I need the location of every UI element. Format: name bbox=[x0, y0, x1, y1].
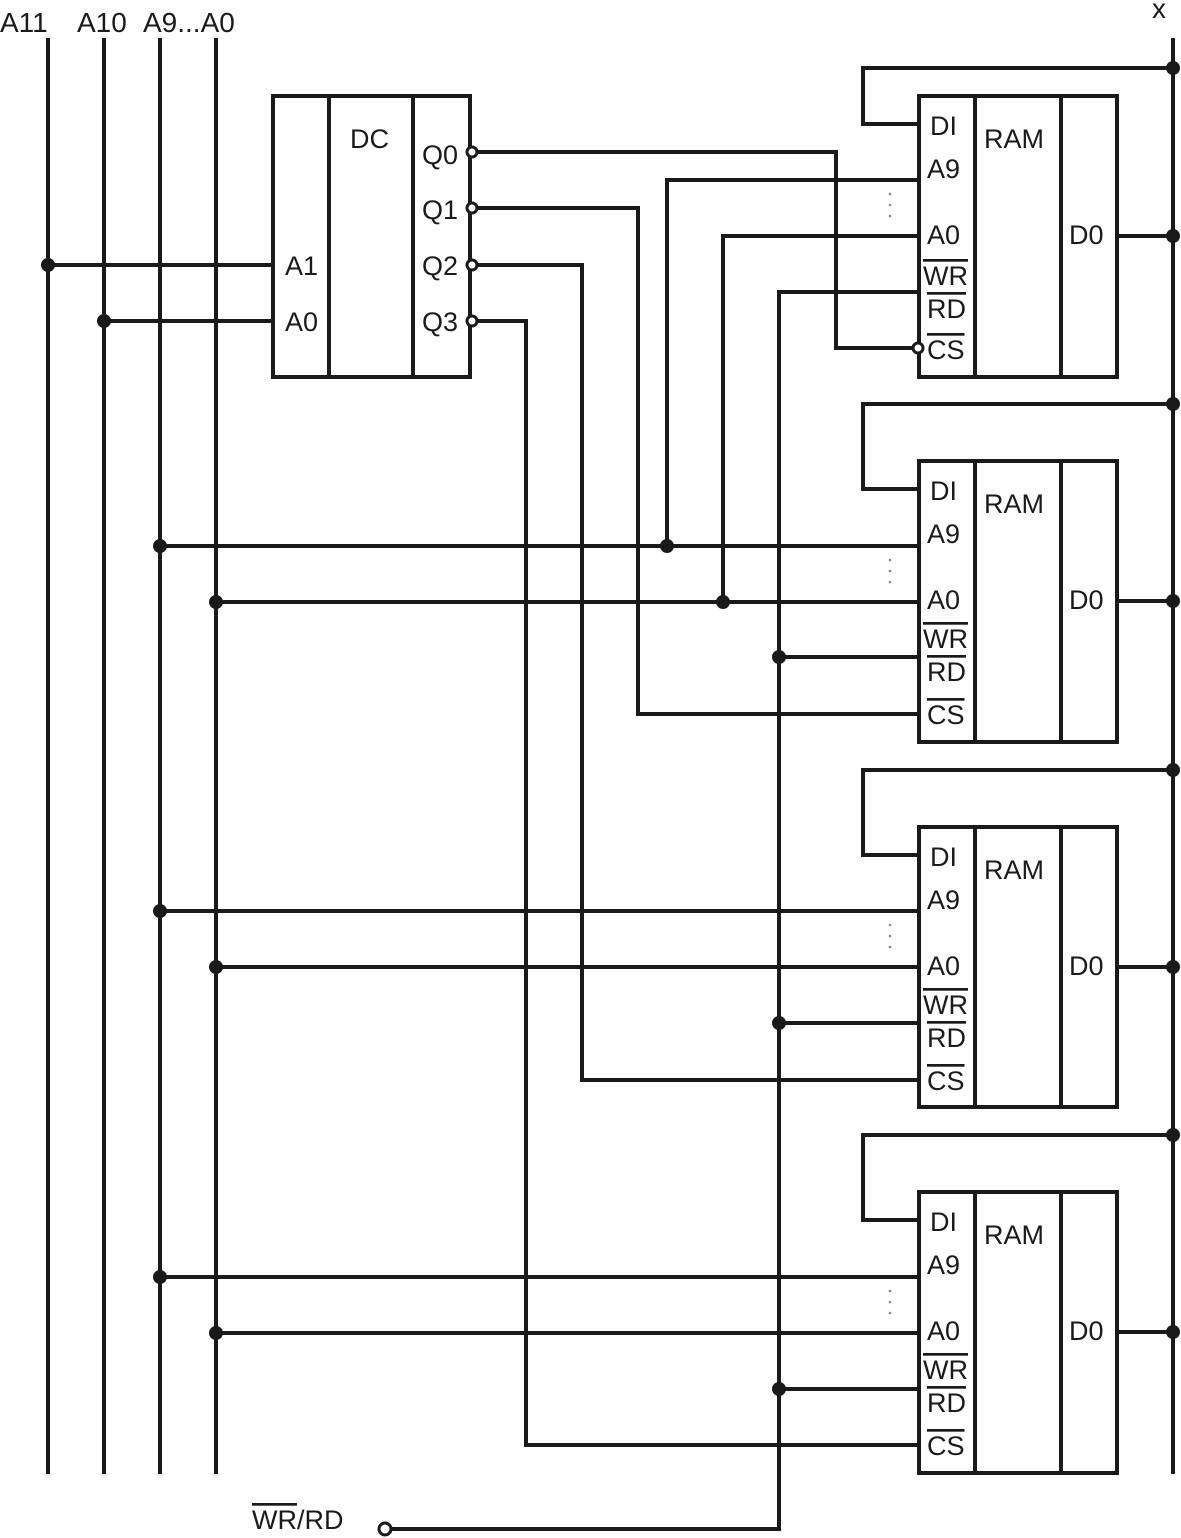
ram-pin-a9: A9 bbox=[927, 519, 960, 549]
ram-pin-a9: A9 bbox=[927, 885, 960, 915]
ram-pin-cs: CS bbox=[927, 1431, 965, 1461]
q2-wire bbox=[474, 263, 921, 1082]
ram-2-labels: DI RAM A9 A0 D0 WR RD CS bbox=[923, 476, 1104, 730]
wr-rd-control-label: WR/RD bbox=[252, 1505, 343, 1535]
ram-pin-a9: A9 bbox=[927, 154, 960, 184]
rd-label-part: /RD bbox=[297, 1505, 344, 1535]
ram-pin-wr: WR bbox=[923, 990, 968, 1020]
ram-pin-rd: RD bbox=[927, 1388, 966, 1418]
ram-pin-d0: D0 bbox=[1069, 220, 1104, 250]
decoder-title: DC bbox=[350, 124, 389, 154]
q3-inversion-bubble bbox=[465, 314, 479, 328]
cs1-inversion-bubble bbox=[911, 341, 925, 355]
label-x: x bbox=[1152, 0, 1166, 24]
wr-label-part: WR bbox=[252, 1505, 297, 1535]
ram-pin-a0: A0 bbox=[927, 951, 960, 981]
ram-pin-di: DI bbox=[930, 1207, 957, 1237]
ram-chip-1 bbox=[917, 94, 1119, 379]
ram-title: RAM bbox=[984, 855, 1044, 885]
ram-chip-4 bbox=[917, 1190, 1119, 1475]
decoder-input-a1: A1 bbox=[285, 251, 318, 281]
ram-chip-2 bbox=[917, 459, 1119, 744]
label-a9-a0: A9...A0 bbox=[143, 7, 235, 38]
wr-rd-control-wire bbox=[388, 290, 921, 1531]
di-wire-chip3 bbox=[861, 768, 1175, 857]
a9-branch-chip1 bbox=[665, 178, 921, 548]
ram-chip-3 bbox=[917, 825, 1119, 1109]
q0-inversion-bubble bbox=[465, 145, 479, 159]
ram-pin-d0: D0 bbox=[1069, 585, 1104, 615]
ram-4-labels: DI RAM A9 A0 D0 WR RD CS bbox=[923, 1207, 1104, 1461]
q1-wire bbox=[474, 206, 921, 716]
q0-wire bbox=[474, 150, 915, 350]
ram-pin-a0: A0 bbox=[927, 585, 960, 615]
ram-3-labels: DI RAM A9 A0 D0 WR RD CS bbox=[923, 842, 1104, 1096]
ram-pin-di: DI bbox=[930, 111, 957, 141]
decoder-output-q2: Q2 bbox=[422, 251, 458, 281]
q3-wire bbox=[474, 319, 921, 1447]
q2-inversion-bubble bbox=[465, 258, 479, 272]
label-a10: A10 bbox=[77, 7, 127, 38]
q1-inversion-bubble bbox=[465, 201, 479, 215]
ram-pin-d0: D0 bbox=[1069, 1316, 1104, 1346]
ram-pin-wr: WR bbox=[923, 261, 968, 291]
ram-pin-di: DI bbox=[930, 842, 957, 872]
decoder-input-a0: A0 bbox=[285, 307, 318, 337]
ram-title: RAM bbox=[984, 489, 1044, 519]
ram-pin-di: DI bbox=[930, 476, 957, 506]
di-wire-chip4 bbox=[861, 1133, 1175, 1222]
di-wire-chip2 bbox=[861, 402, 1175, 491]
decoder-output-q0: Q0 bbox=[422, 140, 458, 170]
ram-pin-a0: A0 bbox=[927, 1316, 960, 1346]
ram-pin-rd: RD bbox=[927, 294, 966, 324]
decoder-output-q3: Q3 bbox=[422, 307, 458, 337]
label-a11: A11 bbox=[0, 7, 48, 38]
di-wire-chip1 bbox=[861, 66, 1175, 126]
ram-pin-cs: CS bbox=[927, 700, 965, 730]
ram-pin-wr: WR bbox=[923, 1355, 968, 1385]
a0-branch-chip1 bbox=[721, 234, 921, 604]
ram-title: RAM bbox=[984, 1220, 1044, 1250]
ram-pin-rd: RD bbox=[927, 1023, 966, 1053]
ram-pin-a0: A0 bbox=[927, 220, 960, 250]
decoder-output-q1: Q1 bbox=[422, 195, 458, 225]
ram-pin-cs: CS bbox=[927, 1066, 965, 1096]
ram-title: RAM bbox=[984, 124, 1044, 154]
address-ellipsis-marks bbox=[888, 192, 892, 1315]
ram-1-labels: DI RAM A9 A0 D0 WR RD CS bbox=[923, 111, 1104, 365]
ram-pin-cs: CS bbox=[927, 335, 965, 365]
ram-pin-d0: D0 bbox=[1069, 951, 1104, 981]
junction-dots bbox=[41, 61, 1180, 1396]
decoder-block bbox=[271, 94, 472, 379]
ram-pin-rd: RD bbox=[927, 657, 966, 687]
ram-pin-wr: WR bbox=[923, 624, 968, 654]
wr-rd-input-terminal bbox=[377, 1521, 393, 1537]
ram-pin-a9: A9 bbox=[927, 1250, 960, 1280]
